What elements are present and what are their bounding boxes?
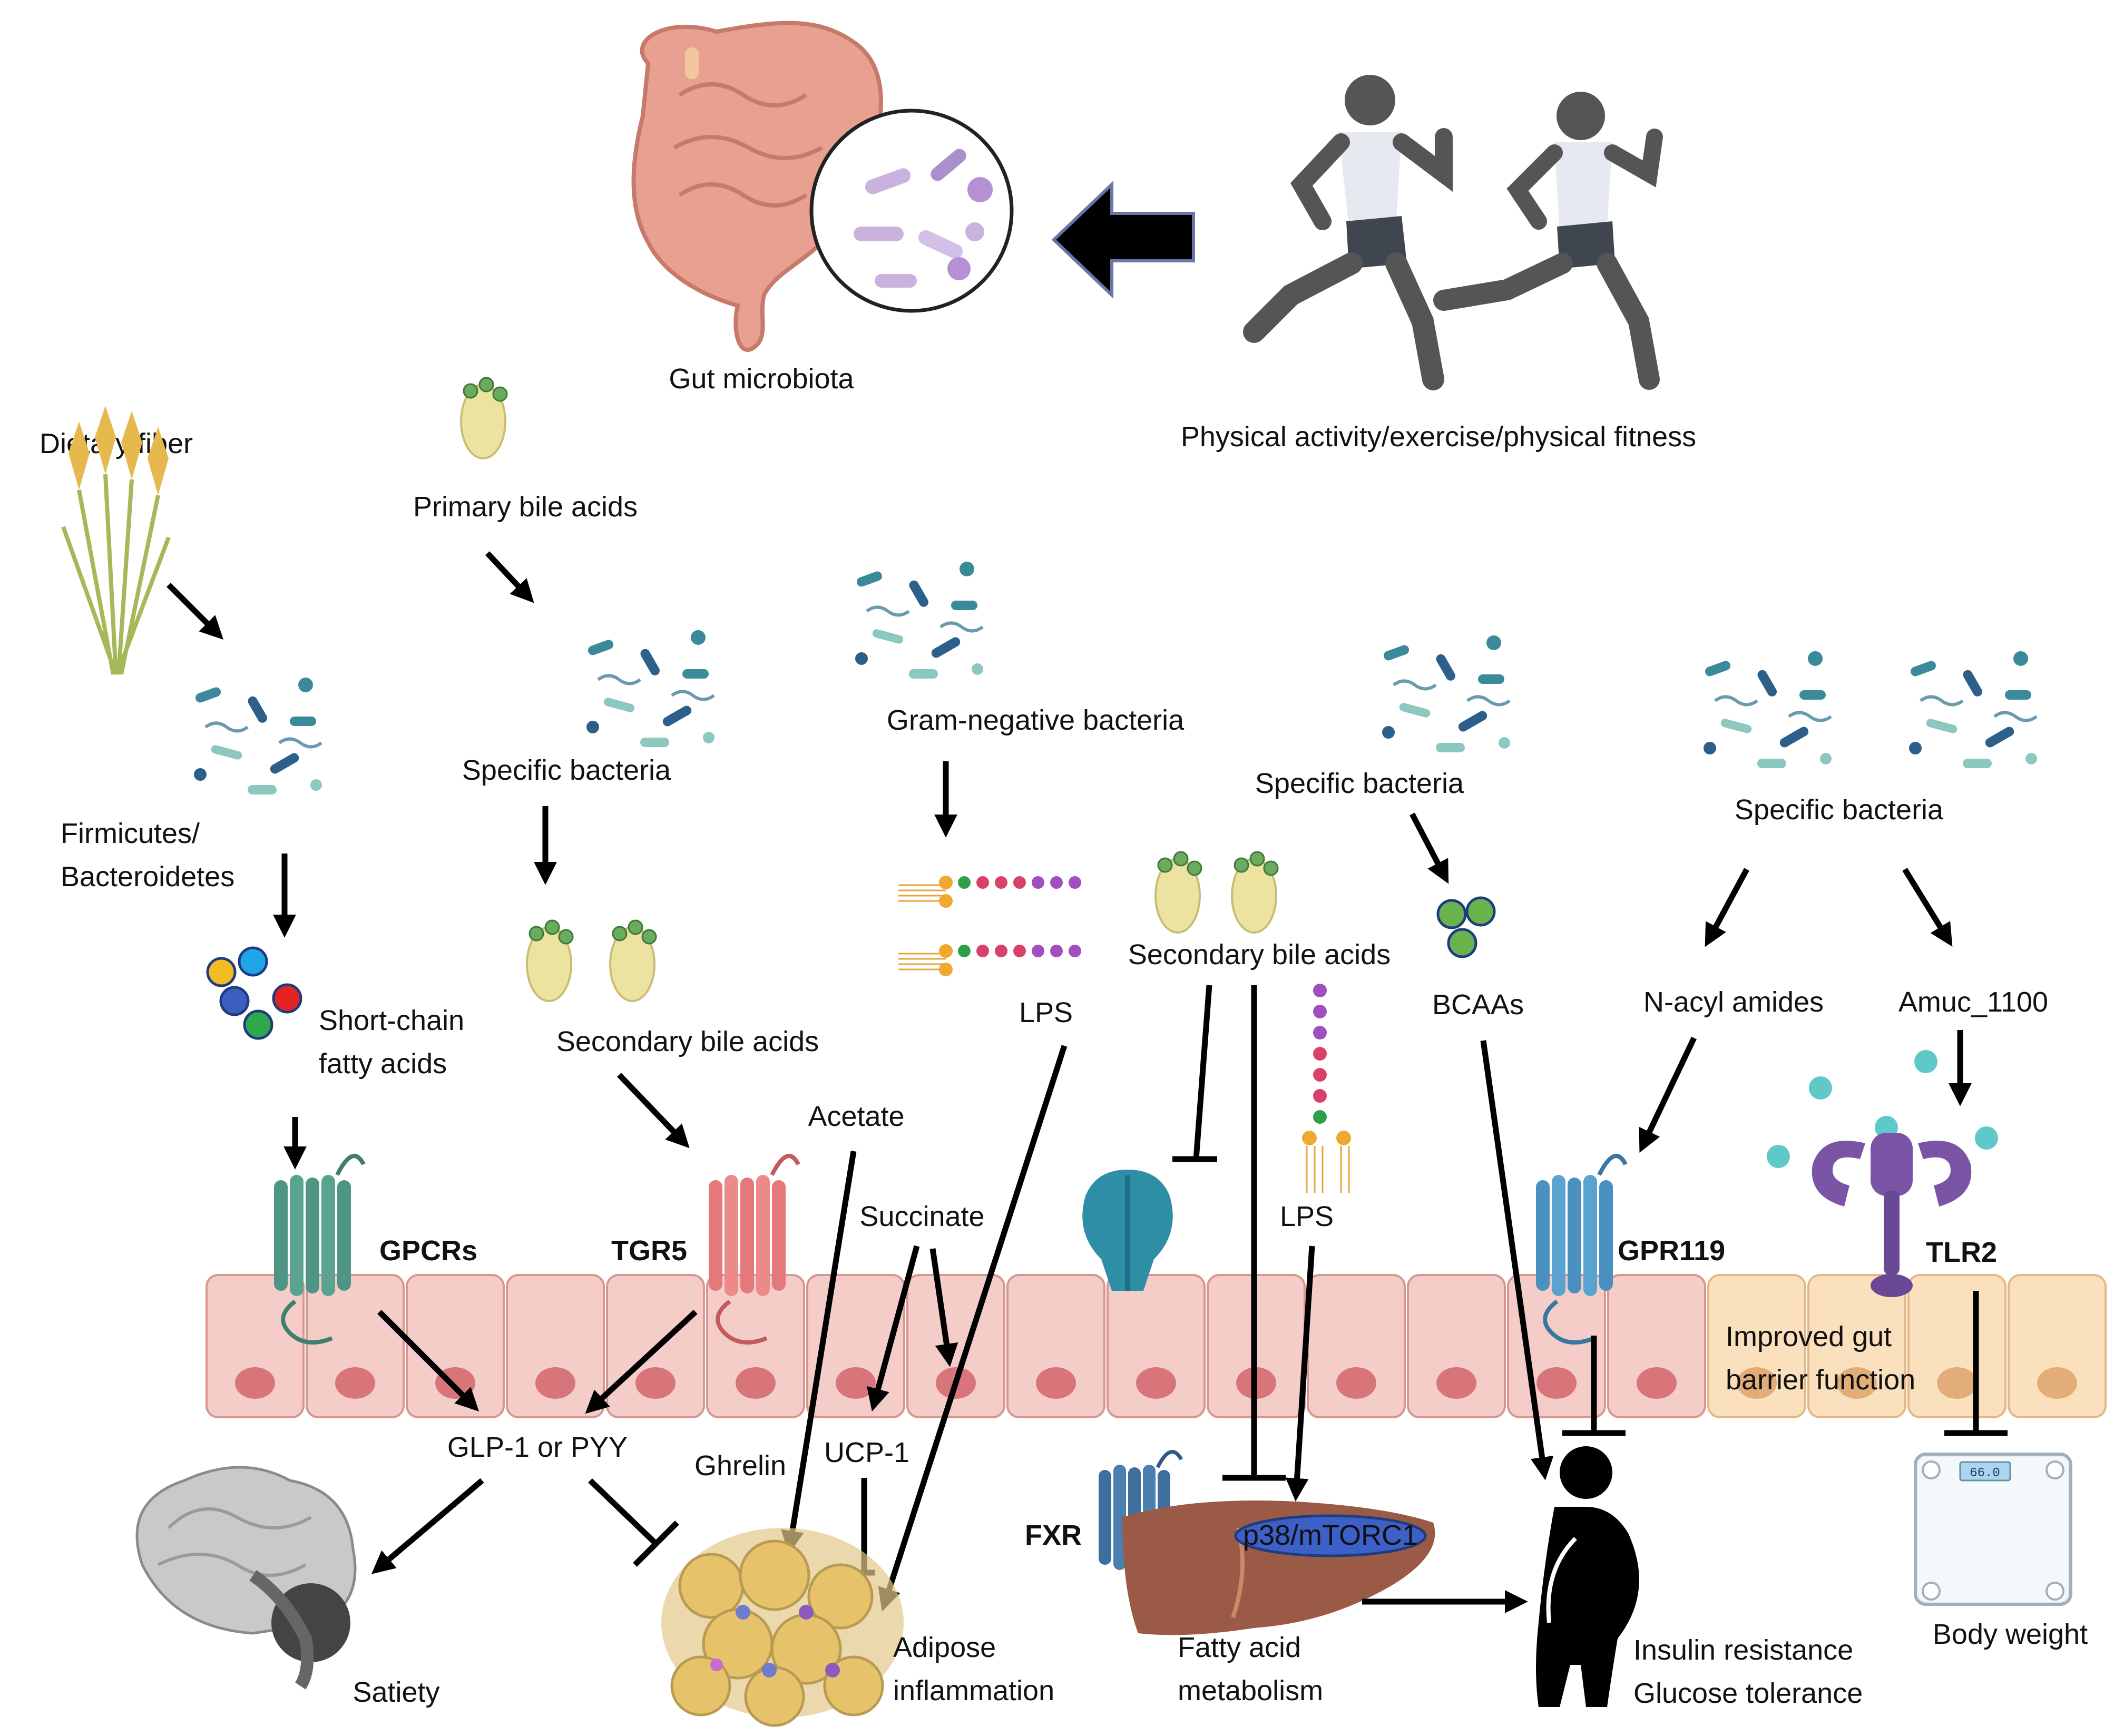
acetate-to-ghrelin-arrow bbox=[781, 1151, 857, 1554]
n-acyl-amides-label: N-acyl amides bbox=[1643, 986, 1824, 1018]
secondary-bile-acids-label-2: Secondary bile acids bbox=[1128, 939, 1391, 970]
gpr119-label: GPR119 bbox=[1618, 1235, 1725, 1267]
lps-to-liver-arrow bbox=[1285, 1245, 1315, 1502]
dietary-fiber-label: Dietary fiber bbox=[40, 428, 193, 459]
bacteria-to-bcaas-arrow bbox=[1410, 812, 1449, 884]
gpcrs-label: GPCRs bbox=[379, 1235, 477, 1267]
succinate-down-arrow bbox=[929, 1248, 958, 1367]
adipose-label-line2: inflammation bbox=[893, 1675, 1054, 1706]
barrier-label-line2: barrier function bbox=[1726, 1364, 1915, 1396]
adipose-label-line1: Adipose bbox=[893, 1632, 996, 1663]
lps-vertical-molecule-icon bbox=[1302, 984, 1351, 1193]
wheat-icon bbox=[61, 406, 171, 675]
gpr119-receptor-icon bbox=[1536, 1154, 1628, 1345]
p38-mtorc1-label: p38/mTORC1 bbox=[1243, 1519, 1418, 1551]
microbe-lens-icon bbox=[809, 109, 1014, 313]
gpcr-to-glp1-arrow bbox=[377, 1310, 479, 1412]
bile-inhibits-channel bbox=[1172, 985, 1217, 1162]
lps-label-1: LPS bbox=[1019, 997, 1073, 1028]
obese-person-icon bbox=[1536, 1446, 1639, 1707]
adipose-tissue-icon bbox=[661, 1528, 904, 1727]
scfa-label-line2: fatty acids bbox=[319, 1048, 447, 1080]
bcaa-molecules-icon bbox=[1436, 896, 1496, 958]
intestine-icon bbox=[631, 21, 883, 352]
fxr-label: FXR bbox=[1025, 1519, 1082, 1551]
exercise-to-microbiota-arrow bbox=[1051, 180, 1195, 299]
lps-molecule-icon bbox=[898, 876, 1081, 976]
bacteria-cluster-icon bbox=[840, 543, 999, 701]
glp1-pyy-label: GLP-1 or PYY bbox=[447, 1431, 628, 1463]
bacteria-cluster-icon bbox=[1894, 632, 2052, 790]
succinate-label: Succinate bbox=[859, 1201, 984, 1232]
fxr-channel-icon bbox=[1082, 1170, 1173, 1291]
ghrelin-label: Ghrelin bbox=[694, 1450, 786, 1482]
bcaas-to-insulin-arrow bbox=[1480, 1040, 1554, 1480]
insulin-label-line2: Glucose tolerance bbox=[1633, 1678, 1863, 1709]
tlr2-inhibits-weight bbox=[1944, 1291, 2008, 1436]
tgr5-receptor-icon bbox=[709, 1154, 800, 1345]
scale-icon: 66.0 bbox=[1914, 1453, 2072, 1606]
scale-readout: 66.0 bbox=[1970, 1466, 2000, 1480]
bile-inhibits-liver bbox=[1222, 985, 1286, 1481]
physical-activity-label: Physical activity/exercise/physical fitn… bbox=[1181, 421, 1696, 453]
primary-bile-acids-label: Primary bile acids bbox=[413, 491, 638, 523]
gut-microbiota-label: Gut microbiota bbox=[669, 363, 854, 395]
fatty-acid-label-line2: metabolism bbox=[1178, 1675, 1323, 1706]
tlr2-receptor-icon bbox=[1812, 1133, 1972, 1297]
fatty-acid-label-line1: Fatty acid bbox=[1178, 1632, 1301, 1663]
fiber-to-bacteria-arrow bbox=[167, 583, 224, 640]
firmicutes-label-line2: Bacteroidetes bbox=[61, 861, 234, 892]
firmicutes-label-line1: Firmicutes/ bbox=[61, 818, 200, 849]
amuc-particles-icon bbox=[1767, 1050, 1998, 1168]
nacyl-to-gpr119-arrow bbox=[1639, 1036, 1697, 1153]
satiety-label: Satiety bbox=[353, 1676, 439, 1708]
amuc-1100-label: Amuc_1100 bbox=[1898, 986, 2048, 1018]
succinate-to-ucp1-arrow bbox=[867, 1245, 920, 1412]
glp1-to-satiety-arrow bbox=[371, 1478, 484, 1574]
bile-acid-icon bbox=[1231, 851, 1279, 934]
tlr2-label: TLR2 bbox=[1926, 1237, 1997, 1268]
scfa-molecules-icon bbox=[206, 946, 302, 1040]
secondary-to-tgr5-arrow bbox=[617, 1073, 690, 1149]
bacteria-cluster-icon bbox=[179, 659, 337, 817]
body-weight-label: Body weight bbox=[1933, 1619, 2088, 1650]
scfa-label-line1: Short-chain bbox=[319, 1005, 464, 1036]
bile-acid-icon bbox=[460, 377, 508, 459]
bile-acid-icon bbox=[1154, 851, 1202, 934]
gpr119-inhibits bbox=[1562, 1336, 1626, 1436]
bacteria-cluster-icon bbox=[572, 611, 730, 769]
brain-icon bbox=[135, 1466, 357, 1690]
ucp1-label: UCP-1 bbox=[824, 1437, 909, 1468]
bile-acid-icon bbox=[609, 919, 657, 1002]
specific-bacteria-label-3: Specific bacteria bbox=[1735, 794, 1944, 826]
bacteria-cluster-icon bbox=[1367, 616, 1525, 774]
gram-negative-label: Gram-negative bacteria bbox=[887, 704, 1185, 736]
glp1-inhibits-ghrelin bbox=[588, 1478, 679, 1567]
gpcr-receptor-icon bbox=[274, 1154, 366, 1345]
secondary-bile-acids-label-1: Secondary bile acids bbox=[556, 1026, 819, 1057]
specific-bacteria-label-1: Specific bacteria bbox=[462, 754, 671, 786]
specific-bacteria-label-2: Specific bacteria bbox=[1255, 768, 1464, 799]
bacteria-to-amuc-arrow bbox=[1902, 868, 1953, 947]
insulin-label-line1: Insulin resistance bbox=[1633, 1634, 1853, 1666]
bacteria-cluster-icon bbox=[1689, 632, 1847, 790]
lps-to-adipose-arrow bbox=[878, 1045, 1068, 1612]
lps-label-2: LPS bbox=[1280, 1201, 1334, 1232]
tgr5-to-glp1-arrow bbox=[585, 1309, 698, 1414]
tgr5-label: TGR5 bbox=[611, 1235, 687, 1267]
bile-acid-icon bbox=[526, 919, 574, 1002]
primary-to-bacteria-arrow bbox=[485, 551, 534, 603]
bcaas-label: BCAAs bbox=[1432, 989, 1524, 1021]
acetate-label: Acetate bbox=[808, 1101, 904, 1132]
p38-mtorc1-badge: p38/mTORC1 bbox=[1234, 1514, 1427, 1557]
runner-icon bbox=[1243, 75, 1663, 390]
barrier-label-line1: Improved gut bbox=[1726, 1321, 1892, 1352]
bacteria-to-nacyl-arrow bbox=[1705, 868, 1749, 947]
